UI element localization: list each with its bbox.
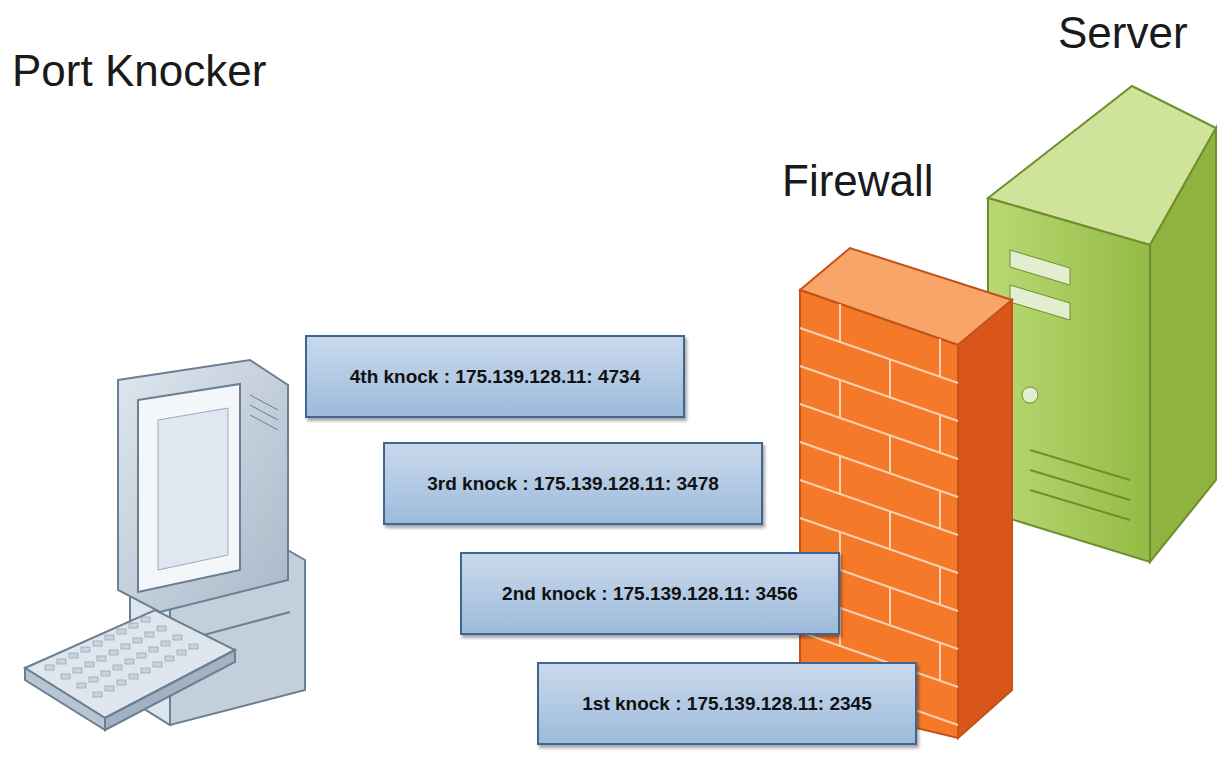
keyboard-key <box>149 647 158 652</box>
keyboard-key <box>69 653 78 658</box>
keyboard-key <box>121 644 130 649</box>
knock-box: 2nd knock : 175.139.128.11: 3456 <box>460 552 840 635</box>
keyboard-key <box>173 635 182 640</box>
brick-line <box>839 304 841 342</box>
keyboard-key <box>61 674 70 679</box>
knock-label: 1st knock : 175.139.128.11: 2345 <box>582 693 871 715</box>
keyboard-key <box>97 656 106 661</box>
keyboard-key <box>161 641 170 646</box>
brick-line <box>839 456 841 494</box>
keyboard-key <box>153 662 162 667</box>
keyboard-key <box>137 653 146 658</box>
heading-label: Port Knocker <box>12 46 266 97</box>
keyboard-key <box>165 656 174 661</box>
keyboard-key <box>109 650 118 655</box>
knock-box: 1st knock : 175.139.128.11: 2345 <box>537 662 917 745</box>
keyboard-key <box>93 641 102 646</box>
knock-label: 4th knock : 175.139.128.11: 4734 <box>350 366 640 388</box>
keyboard-key <box>73 668 82 673</box>
knock-label: 2nd knock : 175.139.128.11: 3456 <box>502 583 798 605</box>
brick-line <box>939 339 941 377</box>
knock-box: 4th knock : 175.139.128.11: 4734 <box>305 335 685 418</box>
keyboard-key <box>133 638 142 643</box>
brick-line <box>889 435 891 473</box>
keyboard-key <box>141 617 150 622</box>
keyboard-key <box>113 665 122 670</box>
keyboard-key <box>129 623 138 628</box>
brick-line <box>889 359 891 397</box>
keyboard-key <box>85 662 94 667</box>
keyboard-key <box>81 647 90 652</box>
heading-label: Server <box>1058 8 1188 59</box>
keyboard-key <box>93 692 102 697</box>
keyboard-key <box>77 683 86 688</box>
brick-line <box>889 587 891 625</box>
keyboard-key <box>129 674 138 679</box>
knock-label: 3rd knock : 175.139.128.11: 3478 <box>427 473 719 495</box>
keyboard-key <box>141 668 150 673</box>
keyboard-key <box>157 626 166 631</box>
keyboard-key <box>101 671 110 676</box>
keyboard-key <box>125 659 134 664</box>
knock-box: 3rd knock : 175.139.128.11: 3478 <box>383 442 763 525</box>
keyboard-key <box>105 686 114 691</box>
brick-line <box>839 380 841 418</box>
computer-heading: Port Knocker <box>12 46 342 106</box>
keyboard-key <box>45 665 54 670</box>
brick-line <box>939 415 941 453</box>
server-heading: Server <box>1058 8 1216 68</box>
brick-line <box>939 567 941 605</box>
computer-illustration <box>25 360 305 730</box>
keyboard-key <box>57 659 66 664</box>
keyboard-key <box>177 650 186 655</box>
server-illustration <box>988 86 1216 562</box>
heading-label: Firewall <box>782 156 934 207</box>
keyboard-key <box>89 677 98 682</box>
brick-line <box>889 511 891 549</box>
keyboard-key <box>117 629 126 634</box>
keyboard-key <box>105 635 114 640</box>
brick-line <box>939 491 941 529</box>
keyboard-key <box>117 680 126 685</box>
keyboard-key <box>145 632 154 637</box>
firewall-heading: Firewall <box>782 156 982 216</box>
brick-line <box>939 643 941 681</box>
keyboard-key <box>189 644 198 649</box>
